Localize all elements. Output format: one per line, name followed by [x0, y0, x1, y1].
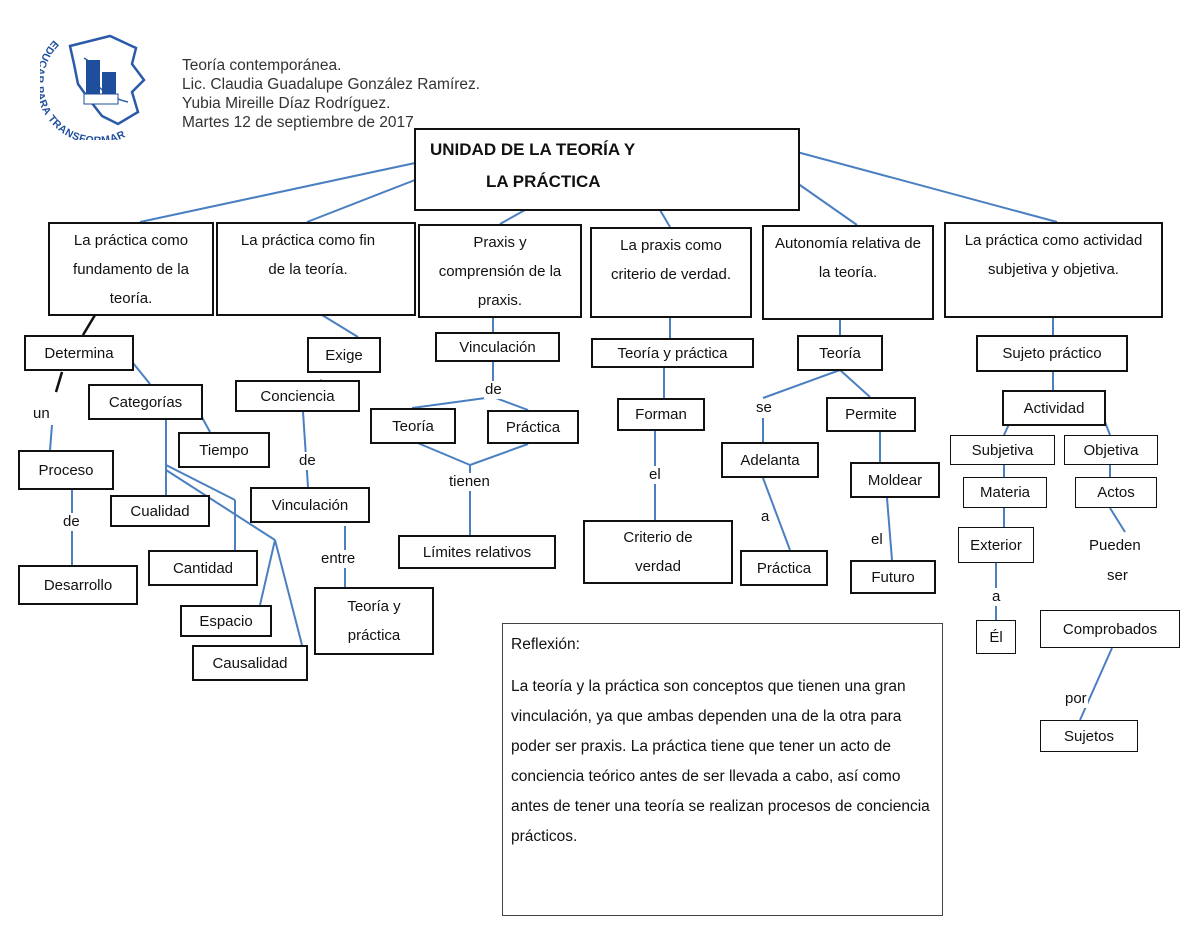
node-teoria-3: Teoría [370, 408, 456, 444]
course-name: Teoría contemporánea. [182, 57, 342, 74]
branch-criterio: La praxis como criterio de verdad. [590, 227, 752, 318]
node-futuro: Futuro [850, 560, 936, 594]
label-el-5: el [870, 531, 884, 549]
main-title-line2: LA PRÁCTICA [486, 172, 601, 191]
node-determina: Determina [24, 335, 134, 371]
node-tiempo: Tiempo [178, 432, 270, 468]
node-el: Él [976, 620, 1016, 654]
label-a-6: a [991, 588, 1002, 606]
reflection-box: Reflexión: La teoría y la práctica son c… [502, 623, 943, 916]
node-practica-5: Práctica [740, 550, 828, 586]
label-por: por [1064, 690, 1088, 708]
node-desarrollo: Desarrollo [18, 565, 138, 605]
label-un: un [32, 405, 51, 423]
node-exige: Exige [307, 337, 381, 373]
node-actos: Actos [1075, 477, 1157, 508]
node-sujetos: Sujetos [1040, 720, 1138, 752]
node-practica-3: Práctica [487, 410, 579, 444]
school-logo: EDUCAR PARA TRANSFORMAR [40, 34, 146, 140]
label-ser: ser [1106, 567, 1129, 585]
node-criterio: Criterio de verdad [583, 520, 733, 584]
node-comprobados: Comprobados [1040, 610, 1180, 648]
label-a-5: a [760, 508, 771, 526]
branch-fin: La práctica como fin de la teoría. [216, 222, 416, 316]
branch-actividad: La práctica como actividad subjetiva y o… [944, 222, 1163, 318]
main-title-line1: UNIDAD DE LA TEORÍA Y [430, 140, 636, 159]
node-proceso: Proceso [18, 450, 114, 490]
node-permite: Permite [826, 397, 916, 432]
node-teoria-practica-4: Teoría y práctica [591, 338, 754, 368]
reflection-text: La teoría y la práctica son conceptos qu… [511, 678, 930, 845]
node-vinculacion-2: Vinculación [250, 487, 370, 523]
node-limites: Límites relativos [398, 535, 556, 569]
document-header: Teoría contemporánea. Lic. Claudia Guada… [182, 56, 480, 132]
node-materia: Materia [963, 477, 1047, 508]
node-causalidad: Causalidad [192, 645, 308, 681]
label-tienen: tienen [448, 473, 491, 491]
node-vinculacion-3: Vinculación [435, 332, 560, 362]
branch-praxis: Praxis y comprensión de la praxis. [418, 224, 582, 318]
label-el-4: el [648, 466, 662, 484]
node-cualidad: Cualidad [110, 495, 210, 527]
main-title-box: UNIDAD DE LA TEORÍA Y LA PRÁCTICA [414, 128, 800, 211]
node-espacio: Espacio [180, 605, 272, 637]
node-sujeto-practico: Sujeto práctico [976, 335, 1128, 372]
node-exterior: Exterior [958, 527, 1034, 563]
label-pueden: Pueden [1088, 537, 1142, 555]
label-se: se [755, 399, 773, 417]
label-entre: entre [320, 550, 357, 568]
node-cantidad: Cantidad [148, 550, 258, 586]
node-actividad: Actividad [1002, 390, 1106, 426]
node-objetiva: Objetiva [1064, 435, 1158, 465]
branch-autonomia: Autonomía relativa de la teoría. [762, 225, 934, 320]
reflection-title: Reflexión: [511, 636, 580, 653]
label-de-2: de [298, 452, 317, 470]
label-de-3: de [484, 381, 503, 399]
branch-fundamento: La práctica como fundamento de la teoría… [48, 222, 214, 316]
node-moldear: Moldear [850, 462, 940, 498]
node-subjetiva: Subjetiva [950, 435, 1055, 465]
label-de-1: de [62, 513, 81, 531]
node-conciencia: Conciencia [235, 380, 360, 412]
node-adelanta: Adelanta [721, 442, 819, 478]
student-name: Yubia Mireille Díaz Rodríguez. [182, 95, 391, 112]
teacher-name: Lic. Claudia Guadalupe González Ramírez. [182, 76, 481, 93]
node-teoria-practica-2: Teoría y práctica [314, 587, 434, 655]
node-forman: Forman [617, 398, 705, 431]
date-text: Martes 12 de septiembre de 2017 [182, 114, 414, 131]
node-categorias: Categorías [88, 384, 203, 420]
node-teoria-5: Teoría [797, 335, 883, 371]
